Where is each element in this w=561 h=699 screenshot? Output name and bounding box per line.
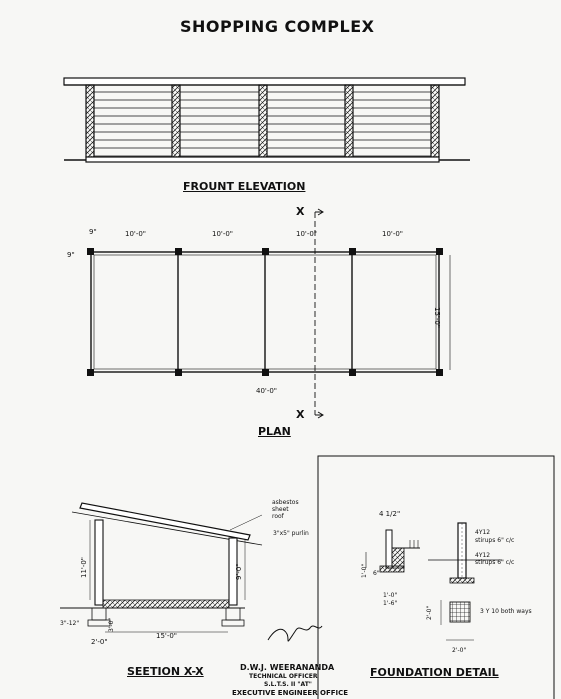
foundation-base-width: 2'-0" <box>452 647 467 654</box>
section-slab-dim: 3"-12" <box>60 620 80 627</box>
drawing-title: SHOPPING COMPLEX <box>180 17 375 36</box>
roof-note-1: asbestos <box>272 499 299 506</box>
plan-bay-dim-4: 10'-0" <box>382 230 404 238</box>
signature-name: D.W.J. WEERANANDA <box>240 663 335 672</box>
roof-note-2: sheet <box>272 506 289 513</box>
elevation-column <box>171 84 181 158</box>
foundation-base-dim-1: 1'-0" <box>383 592 398 599</box>
plan-heading: PLAN <box>258 425 291 438</box>
signature-office: S.L.T.S. II "AT" <box>264 681 312 688</box>
plan-drawing <box>87 208 451 419</box>
foundation-base-dim-2: 1'-6" <box>383 600 398 607</box>
elevation-column <box>258 84 268 158</box>
plan-bay-dim-1: 10'-0" <box>125 230 147 238</box>
section-drawing <box>60 502 263 633</box>
foundation-rebar-2: 4Y12 <box>475 552 491 559</box>
section-depth-dim: 3'-0" <box>108 617 115 632</box>
plan-corner-dim-left: 9" <box>67 251 75 259</box>
elevation-column <box>85 84 95 158</box>
foundation-column-width: 4 1/2" <box>379 510 401 518</box>
plan-corner-dim-top: 9" <box>89 228 97 236</box>
section-heading: SEETION X-X <box>127 665 204 678</box>
section-footing-dim: 2'-0" <box>91 638 108 646</box>
foundation-col-height: 1'-0" <box>361 563 368 578</box>
plan-bay-dim-3: 10'-0" <box>296 230 318 238</box>
foundation-col-height-2: 6" <box>373 570 380 577</box>
signature-dept: EXECUTIVE ENGINEER OFFICE <box>232 689 349 697</box>
purlin-note: 3"x5" purlin <box>273 530 309 537</box>
section-low-column-dim: 9'-0" <box>235 563 243 580</box>
signature-role: TECHNICAL OFFICER <box>249 673 318 680</box>
foundation-heading: FOUNDATION DETAIL <box>370 666 499 679</box>
section-span-dim: 15'-0" <box>156 632 178 640</box>
plan-total-dim: 40'-0" <box>256 387 278 395</box>
plan-width-dim: 15'-0" <box>433 307 441 329</box>
front-elevation-heading: FROUNT ELEVATION <box>183 180 306 193</box>
foundation-mesh-note: 3 Y 10 both ways <box>480 608 532 615</box>
front-elevation-drawing <box>63 77 470 163</box>
foundation-stirrups-1: stirups 6" c/c <box>475 537 515 544</box>
foundation-rebar-1: 4Y12 <box>475 529 491 536</box>
elevation-column <box>344 84 354 158</box>
section-high-column-dim: 11'-0" <box>80 556 88 578</box>
elevation-column <box>430 84 440 158</box>
foundation-detail-drawing <box>317 455 555 699</box>
foundation-mesh-depth: 2'-0" <box>426 605 433 620</box>
foundation-stirrups-2: stirups 6" c/c <box>475 559 515 566</box>
plan-bay-dim-2: 10'-0" <box>212 230 234 238</box>
section-mark-bottom: X <box>296 408 305 421</box>
roof-note-3: roof <box>272 513 284 520</box>
section-mark-top: X <box>296 205 305 218</box>
signature-mark <box>267 625 323 642</box>
